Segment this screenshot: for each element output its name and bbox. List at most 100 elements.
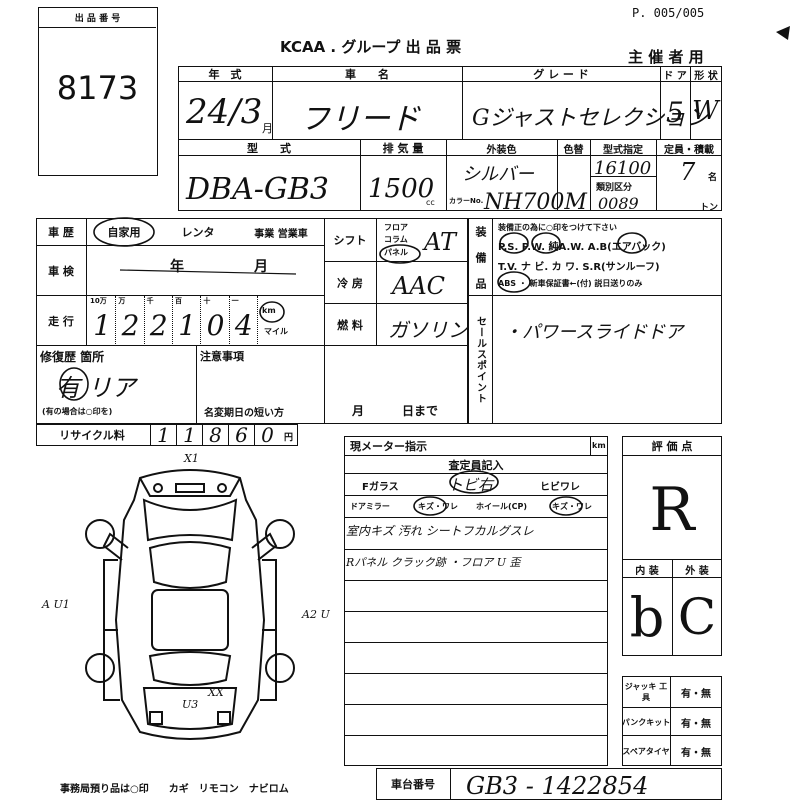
recycle-digit: 6 (228, 423, 254, 447)
inspection-block (344, 436, 608, 766)
color-value: シルバー (462, 164, 534, 185)
year-unit: 月 (262, 122, 273, 135)
wheel-label: ホイール(CP) (476, 502, 528, 511)
row-line (622, 708, 722, 736)
divider (376, 218, 377, 346)
ac-value: AAC (392, 272, 446, 300)
remark-rule (344, 549, 608, 550)
inspector-label: 査定員記入 (448, 459, 504, 472)
mileage-digit: 2 (121, 308, 140, 342)
accessories-block (622, 676, 722, 766)
vehicle-row1 (178, 66, 722, 140)
inspection-month: 月 (254, 259, 268, 275)
mileage-place-label: 万 (118, 297, 126, 305)
divider (672, 560, 673, 656)
meter-unit: km (592, 441, 606, 450)
category-no-label: 類別区分 (596, 183, 633, 193)
recycle-digit: 1 (150, 423, 176, 447)
equipment-instruction: 装備正の為に○印をつけて下さい (498, 223, 617, 232)
row-line (36, 218, 324, 246)
mileage-place-label: 千 (146, 297, 154, 305)
mileage-digit: 1 (93, 308, 112, 342)
row-line (324, 218, 468, 262)
remark-rule (344, 580, 608, 581)
category-no-value: 0089 (598, 194, 639, 213)
doors-label: ド ア (663, 70, 687, 82)
row-line (344, 474, 608, 496)
divider (557, 140, 558, 211)
equipment-label: 装 備 品 (474, 226, 487, 290)
divider (590, 436, 591, 456)
divider (462, 66, 463, 140)
divider (324, 218, 325, 424)
sales-point-value: ・パワースライドドア (504, 322, 684, 343)
divider (86, 218, 87, 346)
mileage-digit: 1 (178, 308, 197, 342)
mileage-digit: 4 (234, 308, 253, 342)
exterior-value: C (677, 588, 717, 646)
capacity-label: 定員・積載 (664, 144, 714, 156)
puncture-value: 有・無 (681, 718, 711, 730)
year-label: 年 式 (208, 68, 242, 81)
chassis-value: GB3 - 1422854 (466, 772, 649, 800)
grade-label: グ レ ー ド (533, 68, 589, 81)
ac-label: 冷 房 (337, 277, 363, 290)
vehicle-header-row (178, 66, 722, 82)
damage-mark-rear: U3 (182, 698, 199, 711)
mirror-label: ドアミラー (350, 502, 390, 511)
repair-label: 修復歴 箇所 (40, 350, 105, 364)
lot-number: 8173 (56, 69, 139, 107)
jack-value: 有・無 (681, 688, 711, 700)
expiry-day: 日まで (402, 404, 439, 418)
fglass-value: トビ右 (448, 476, 494, 494)
remark-rule (344, 673, 608, 674)
divider (446, 140, 447, 211)
capacity-unit: 名 (708, 173, 718, 183)
year-value: 24/3 (186, 92, 263, 132)
damage-mark-left: A U1 (42, 598, 70, 611)
row-line (622, 436, 722, 456)
name-label: 車 名 (345, 68, 389, 81)
divider (590, 176, 656, 177)
fuel-value: ガソリン (388, 318, 468, 342)
row-line (344, 436, 608, 456)
remark-1: 室内キズ 汚れ シートフカルグスレ (346, 524, 534, 538)
fuel-label: 燃 料 (337, 319, 363, 332)
shift-floor: フロア (384, 223, 408, 232)
rating-score: R (649, 475, 695, 545)
history-label: 車 歴 (48, 226, 74, 239)
color-no-value: NH700M (484, 190, 587, 215)
color-no-label: カラーNo. (449, 197, 484, 205)
remark-lines (344, 518, 608, 766)
grade-value: Gジャストセレクション (472, 106, 709, 131)
recycle-row (36, 424, 298, 446)
shape-value: W (692, 96, 719, 126)
lot-label: 出 品 番 号 (39, 8, 156, 28)
mileage-digit: 2 (149, 308, 168, 342)
divider (590, 140, 591, 211)
paint-label: 色替 (563, 144, 584, 156)
wheel-value: キズ・ワレ (552, 502, 592, 511)
shift-panel: パネル (384, 248, 408, 257)
equipment-row2: T.V. ナ ビ. カ ワ. S.R(サンルーフ) (498, 262, 660, 273)
remark-rule (344, 642, 608, 643)
displacement-value: 1500 (368, 174, 435, 204)
model-designation-value: 16100 (594, 158, 652, 179)
divider (670, 676, 671, 766)
fglass-label: Fガラス (362, 482, 399, 493)
remark-rule (344, 735, 608, 736)
row-line (344, 496, 608, 518)
mileage-unit-km: km (262, 306, 276, 315)
model-value: DBA-GB3 (186, 172, 329, 207)
remark-rule (344, 704, 608, 705)
displacement-unit: cc (426, 198, 435, 207)
vehicle-block (178, 66, 722, 211)
divider (272, 66, 273, 140)
caution-label: 注意事項 (200, 350, 244, 363)
vehicle-header-row2 (178, 140, 722, 156)
